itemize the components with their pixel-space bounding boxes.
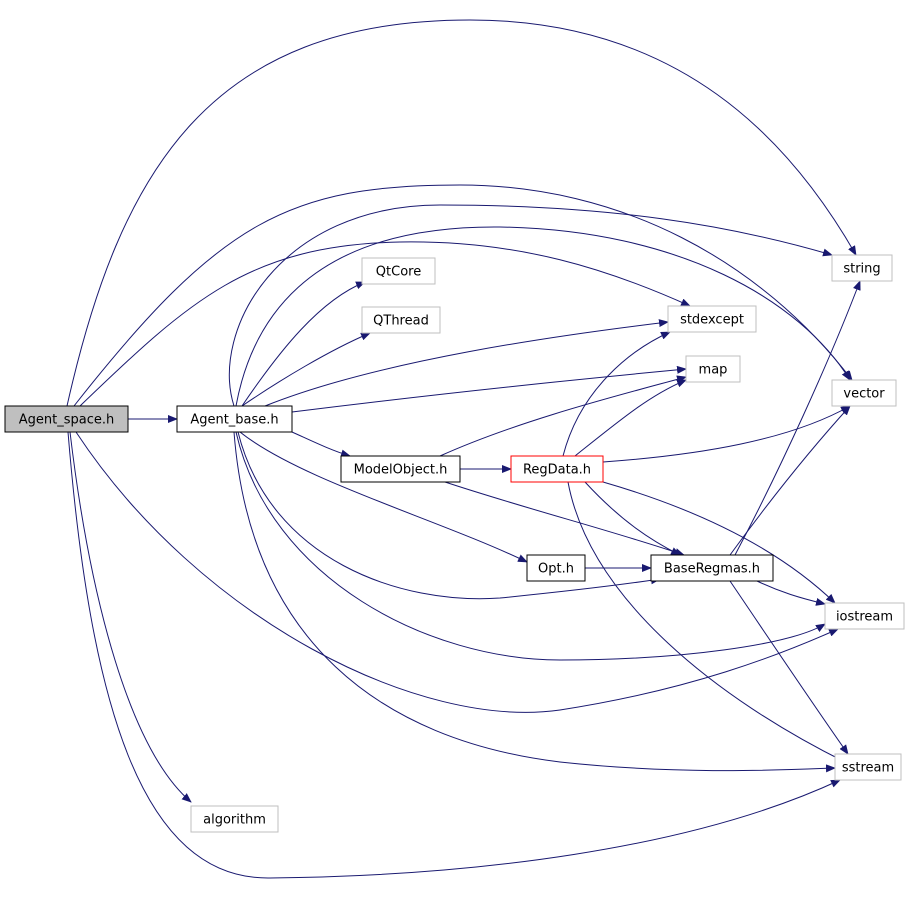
node-box-qthread	[361, 306, 441, 334]
node-label-opt: Opt.h	[538, 562, 574, 577]
node-qthread: QThread	[361, 306, 441, 334]
edge-agent_space-to-algorithm	[69, 431, 192, 803]
node-modelobject[interactable]: ModelObject.h	[340, 455, 461, 483]
node-box-baseregmas	[650, 554, 774, 582]
node-string: string	[831, 254, 893, 282]
node-label-qtcore: QtCore	[376, 265, 421, 280]
edge-agent_base-to-modelobject	[291, 431, 351, 458]
edge-agent_space-to-stdexcept	[79, 241, 691, 407]
edge-regdata-to-vector	[602, 405, 851, 463]
edge-agent_space-to-vector	[73, 184, 853, 407]
edge-regdata-to-map	[574, 379, 687, 457]
node-opt[interactable]: Opt.h	[526, 554, 586, 582]
edge-modelobject-to-baseregmas	[444, 481, 685, 556]
node-box-map	[685, 355, 741, 383]
node-baseregmas[interactable]: BaseRegmas.h	[650, 554, 774, 582]
nodes-layer: Agent_space.h Agent_base.h QtCoreQThreadMo…	[4, 254, 905, 833]
node-box-regdata	[510, 455, 604, 483]
edge-agent_base-to-baseregmas	[237, 431, 661, 600]
edges-layer	[66, 19, 861, 879]
node-label-qthread: QThread	[373, 314, 429, 329]
edge-agent_base-to-qthread	[241, 332, 371, 407]
node-box-string	[831, 254, 893, 282]
node-label-agent_base: Agent_base.h	[190, 413, 278, 428]
node-label-agent_space: Agent_space.h	[19, 413, 115, 428]
node-label-sstream: sstream	[842, 761, 894, 776]
node-iostream: iostream	[824, 602, 905, 630]
node-label-string: string	[843, 262, 880, 277]
node-box-stdexcept	[667, 305, 757, 333]
node-label-vector: vector	[843, 387, 885, 402]
edge-baseregmas-to-sstream	[729, 580, 849, 755]
node-box-iostream	[824, 602, 905, 630]
edge-agent_base-to-sstream	[233, 431, 836, 773]
edge-regdata-to-stdexcept	[562, 331, 671, 457]
edge-agent_space-to-sstream	[67, 431, 841, 879]
edge-baseregmas-to-string	[734, 280, 861, 556]
node-box-modelobject	[340, 455, 461, 483]
node-box-agent_space	[4, 405, 129, 433]
node-label-modelobject: ModelObject.h	[354, 463, 448, 478]
node-sstream: sstream	[834, 753, 902, 781]
edge-agent_base-to-iostream	[235, 431, 826, 661]
edge-regdata-to-sstream	[567, 481, 846, 763]
edge-agent_space-to-string	[66, 19, 857, 407]
node-label-algorithm: algorithm	[203, 813, 266, 828]
edge-agent_base-to-vector	[235, 226, 851, 407]
node-label-stdexcept: stdexcept	[680, 313, 744, 328]
node-box-qtcore	[361, 257, 436, 285]
edge-regdata-to-iostream	[602, 481, 836, 604]
node-qtcore: QtCore	[361, 257, 436, 285]
node-agent_base[interactable]: Agent_base.h	[176, 405, 293, 433]
node-label-regdata: RegData.h	[523, 463, 591, 478]
node-stdexcept: stdexcept	[667, 305, 757, 333]
node-box-agent_base	[176, 405, 293, 433]
edge-baseregmas-to-vector	[729, 405, 851, 556]
edge-agent_space-to-iostream	[75, 431, 839, 713]
node-algorithm: algorithm	[190, 805, 279, 833]
edge-agent_base-to-map	[291, 365, 687, 413]
node-box-vector	[831, 379, 897, 407]
node-map: map	[685, 355, 741, 383]
edge-agent_base-to-string	[229, 204, 833, 407]
node-label-baseregmas: BaseRegmas.h	[664, 562, 760, 577]
edge-agent_base-to-qtcore	[241, 281, 366, 407]
node-regdata[interactable]: RegData.h	[510, 455, 604, 483]
edge-baseregmas-to-iostream	[756, 580, 826, 606]
node-box-opt	[526, 554, 586, 582]
node-box-algorithm	[190, 805, 279, 833]
node-label-map: map	[699, 363, 728, 378]
node-label-iostream: iostream	[836, 610, 893, 625]
node-vector: vector	[831, 379, 897, 407]
edge-agent_base-to-stdexcept	[264, 319, 669, 407]
edge-agent_base-to-opt	[239, 431, 528, 563]
edge-modelobject-to-map	[439, 375, 687, 457]
edge-regdata-to-baseregmas	[584, 481, 681, 556]
node-agent_space[interactable]: Agent_space.h	[4, 405, 129, 433]
node-box-sstream	[834, 753, 902, 781]
